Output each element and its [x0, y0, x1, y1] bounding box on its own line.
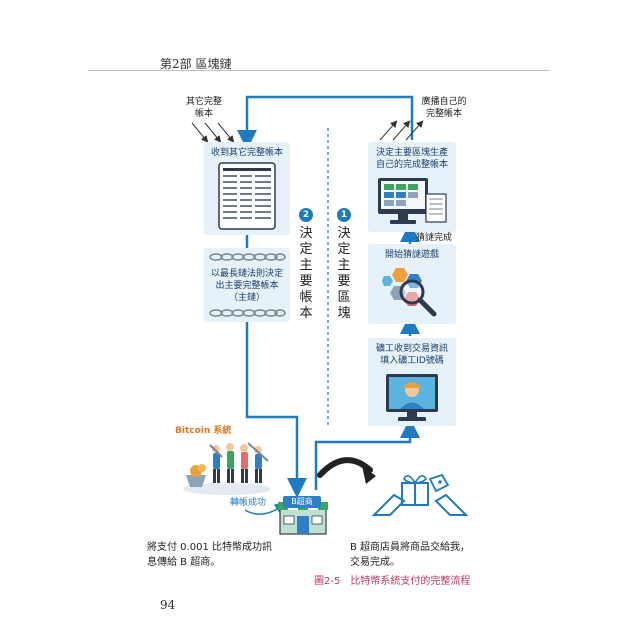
card-guess-game: 開始猜謎遊戲 [368, 244, 456, 324]
page-number: 94 [160, 598, 176, 612]
card-receive-ledger: 收到其它完整帳本 [204, 142, 290, 235]
monitor-icon [378, 178, 447, 224]
broadcast-label: 廣播自己的完整帳本 [421, 97, 467, 119]
chapter-title: 第2部 區塊鏈 [160, 57, 232, 71]
bitcoin-system-label: Bitcoin 系統 [175, 426, 232, 436]
right-description: B 超商店員將商品交給我，交易完成。 [350, 542, 471, 568]
step-1-text: 決定主 要區塊 [337, 226, 351, 321]
handover-gift-icon [371, 473, 469, 516]
shop-sign: B超商 [283, 496, 321, 508]
miners-illustration-icon [183, 442, 271, 495]
card-miner: 礦工收到交易資訊 填入礦工ID號碼 [368, 338, 456, 426]
left-description: 將支付 0.001 比特幣成功訊息傳給 B 超商。 [147, 542, 272, 568]
magnifier-hex-icon [382, 268, 437, 317]
header-rule [88, 70, 550, 71]
transfer-success-label: 轉帳成功 [230, 498, 267, 508]
miner-monitor-icon [386, 374, 438, 421]
chain-icon [209, 309, 286, 317]
step-1-badge: 1 [337, 208, 351, 222]
guess-done-label: 猜謎完成 [416, 233, 453, 243]
step-2-badge: 2 [299, 208, 313, 222]
other-ledger-label: 其它完整帳本 [185, 97, 222, 119]
chain-icon [209, 253, 286, 261]
card-decide-block: 決定主要區塊生產 自己的完成整帳本 [368, 142, 456, 232]
ledger-document-icon [218, 162, 276, 230]
card-longest-chain: 以最長鏈法則決定 出主要完整帳本 （主鏈） [204, 248, 290, 322]
step-2-text: 決定主 要帳本 [299, 226, 313, 321]
figure-caption: 圖2-5 比特幣系統支付的完整流程 [314, 576, 471, 587]
